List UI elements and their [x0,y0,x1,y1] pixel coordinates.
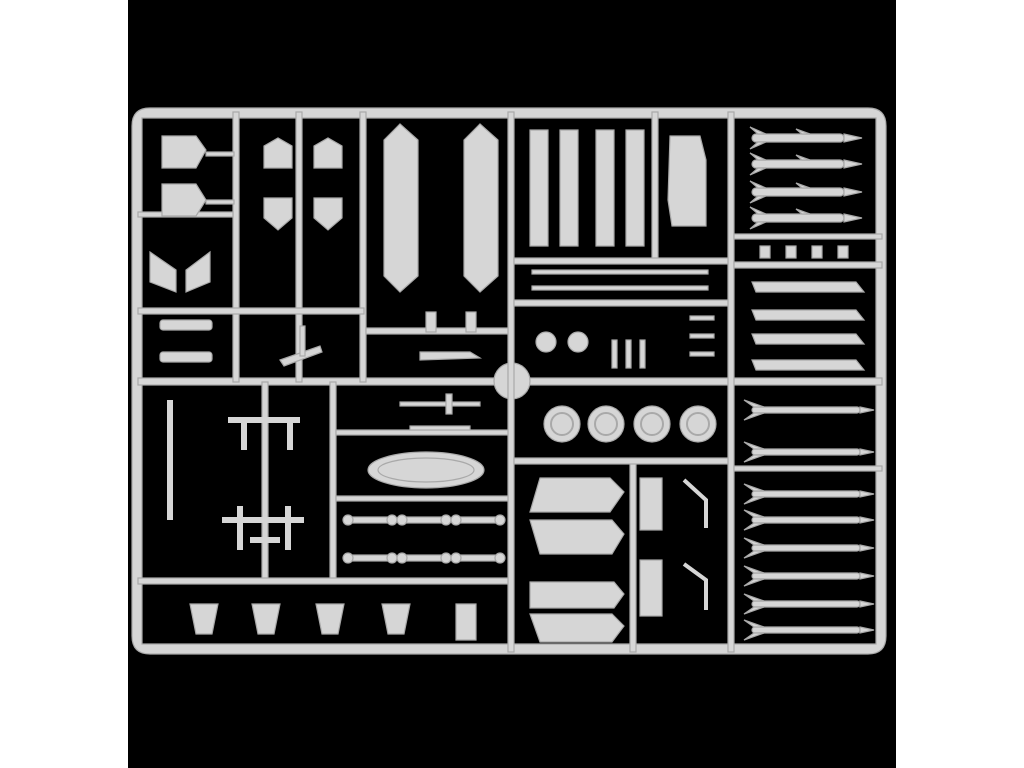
parts-wing-panels [529,477,663,643]
parts-top-left [149,135,235,363]
parts-gear-frames [167,400,304,550]
parts-rods [531,269,715,369]
parts-struts [682,478,708,610]
parts-missiles-top [749,126,863,259]
parts-trapezoids [189,603,477,641]
parts-pylons [751,281,866,371]
sprue-frame [131,107,887,655]
parts-small-assemblies [279,311,485,489]
parts-tall-panels [383,123,707,293]
